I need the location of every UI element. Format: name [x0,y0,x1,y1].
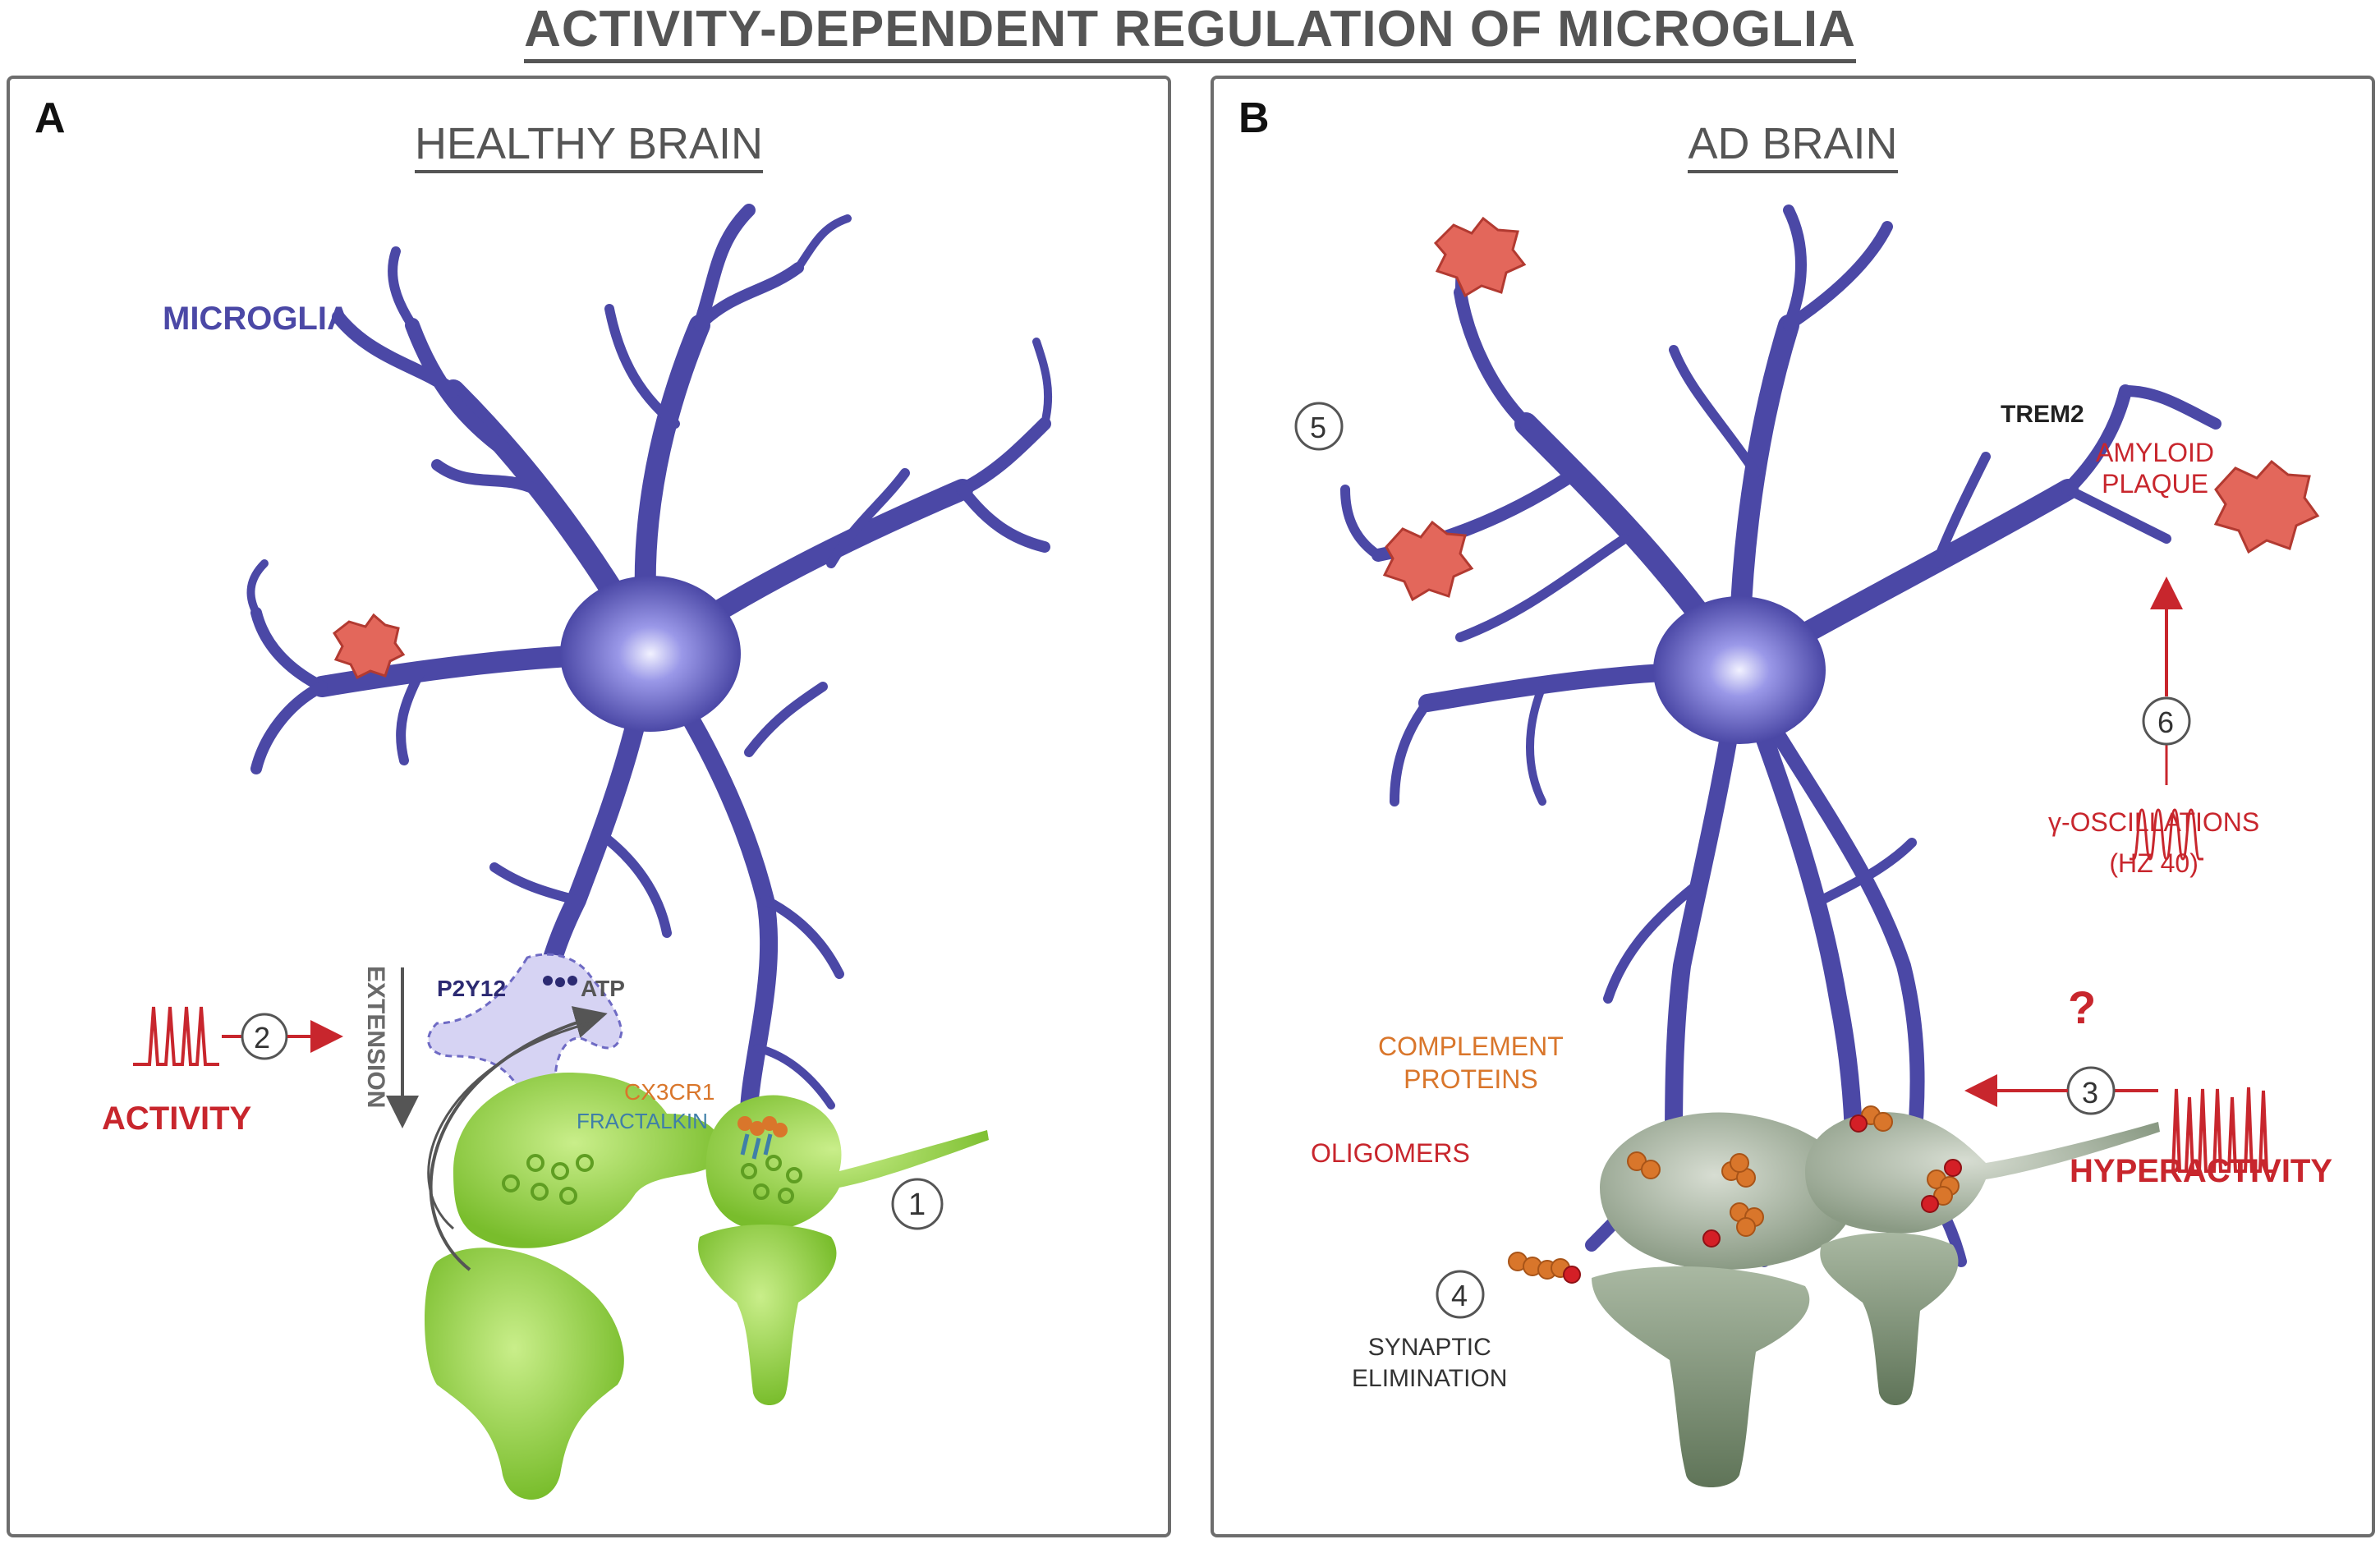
step-2-number: 2 [254,1021,271,1055]
hyperactivity-spikes-icon [2166,1087,2273,1173]
hyperactivity-label: HYPERACTIVITY [2070,1153,2333,1189]
gamma-oscillation-wave-icon [2130,808,2203,861]
gamma-oscillations-label: γ-OSCILLATIONS(HZ 40) [2048,807,2260,878]
step-4-number: 4 [1451,1279,1468,1312]
oligomers-label: OLIGOMERS [1311,1138,1470,1168]
step-1-number: 1 [908,1188,926,1222]
panel-healthy-brain: A HEALTHY BRAIN [7,76,1171,1537]
atp-arrow-inner [427,1022,590,1230]
panel-letter-b: B [1238,94,1270,142]
ad-brain-illustration [1294,204,2320,1487]
healthy-synapse-right [698,1095,989,1405]
amyloid-plaque [333,613,406,680]
microglia-soma [560,576,741,732]
cx3cr1-receptors [737,1116,788,1137]
step-6-number: 6 [2157,705,2175,739]
step-6-circle [2142,696,2191,746]
step-5-circle [1294,402,1344,451]
microglia-label: MICROGLIA [163,301,351,337]
fractalkin-label: FRACTALKIN [577,1109,708,1133]
healthy-brain-illustration [133,204,1053,1500]
panel-ad-brain: B AD BRAIN [1211,76,2375,1537]
amyloid-plaque-right [2213,459,2320,554]
p2y12-receptor-dot [567,976,577,986]
step-4-circle [1436,1270,1485,1319]
step-5-number: 5 [1310,411,1327,444]
panel-heading-healthy: HEALTHY BRAIN [10,118,1168,173]
p2y12-receptor-dot [543,976,553,986]
healthy-synapse-left [425,1073,723,1500]
panel-letter-a: A [34,94,66,142]
step-2-circle [241,1013,288,1060]
amyloid-plaque-left [1382,520,1474,602]
ad-microglia-cell [1340,204,2221,1284]
step-3-number: 3 [2082,1076,2099,1110]
panel-heading-ad: AD BRAIN [1214,118,2372,173]
activity-spikes-icon [133,1006,219,1066]
trem2-label: TREM2 [2001,401,2084,428]
atp-label: ATP [581,976,625,1001]
microglia-extension-outline [427,953,623,1115]
p2y12-label: P2Y12 [437,976,507,1001]
activity-label: ACTIVITY [102,1101,252,1137]
atp-arrow-outer [429,1006,608,1271]
amyloid-plaque-top [1433,216,1527,298]
cx3cr1-label: CX3CR1 [624,1079,715,1105]
question-mark: ? [2068,981,2097,1033]
oligomer-dots [1563,1114,1962,1284]
ad-microglia-soma [1653,596,1826,744]
extension-label: EXTENSION [362,966,389,1109]
ad-synapse-left [1592,1112,1854,1487]
ad-synapse-right [1805,1112,2160,1405]
figure-title: ACTIVITY-DEPENDENT REGULATION OF MICROGL… [0,0,2380,63]
p2y12-receptor-dot [555,977,565,987]
step-1-circle [891,1178,944,1230]
complement-protein-clusters [1508,1105,1960,1280]
fractalkin-ligands [740,1133,773,1160]
